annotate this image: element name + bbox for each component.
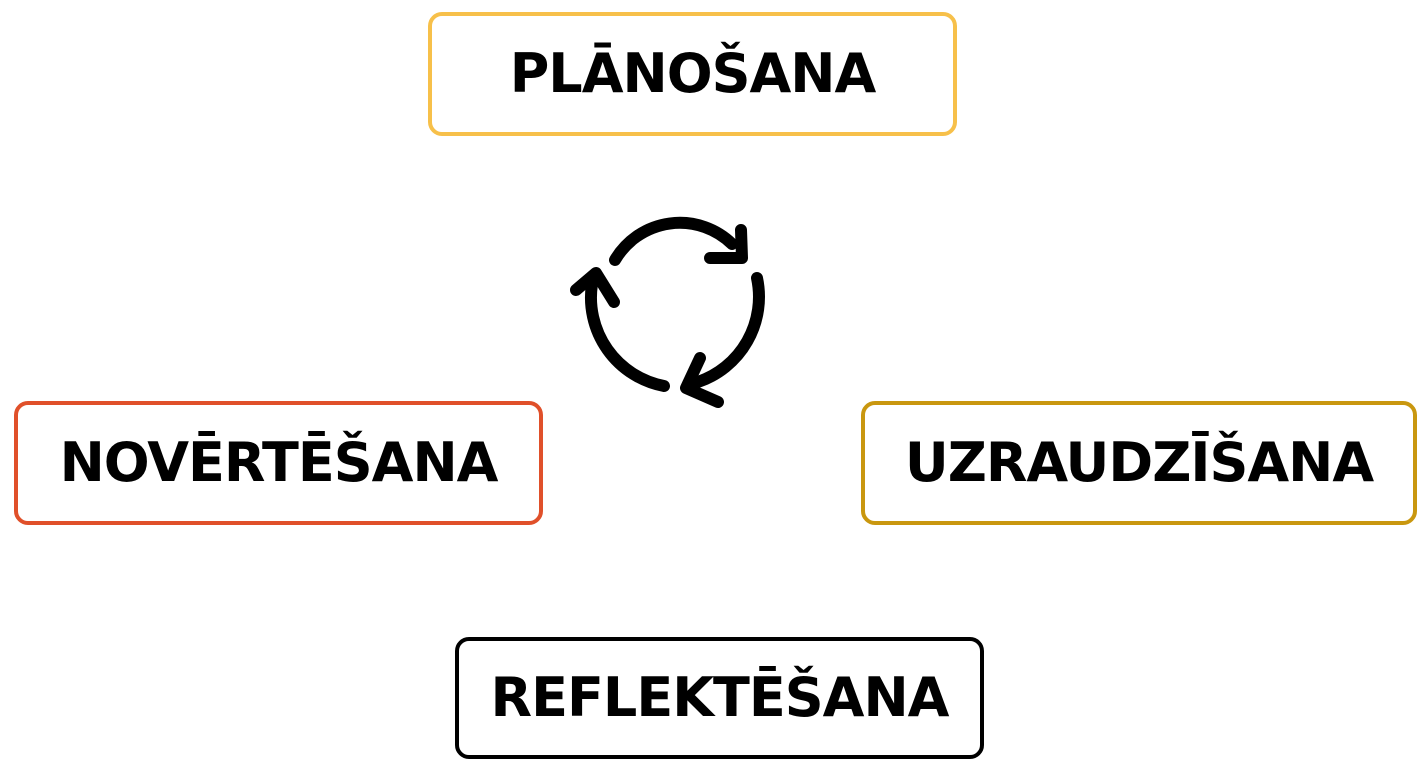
stage-label-novertesana: NOVĒRTĒŠANA [59, 431, 499, 494]
stage-box-reflektesana: REFLEKTĒŠANA [455, 637, 984, 759]
stage-label-planosana: PLĀNOŠANA [509, 42, 877, 105]
stage-box-uzraudzisana: UZRAUDZĪŠANA [861, 401, 1417, 525]
stage-box-planosana: PLĀNOŠANA [428, 12, 957, 136]
stage-label-reflektesana: REFLEKTĒŠANA [490, 666, 950, 729]
stage-box-novertesana: NOVĒRTĒŠANA [14, 401, 543, 525]
stage-label-uzraudzisana: UZRAUDZĪŠANA [904, 431, 1374, 494]
cycle-arrows-icon [570, 216, 765, 408]
